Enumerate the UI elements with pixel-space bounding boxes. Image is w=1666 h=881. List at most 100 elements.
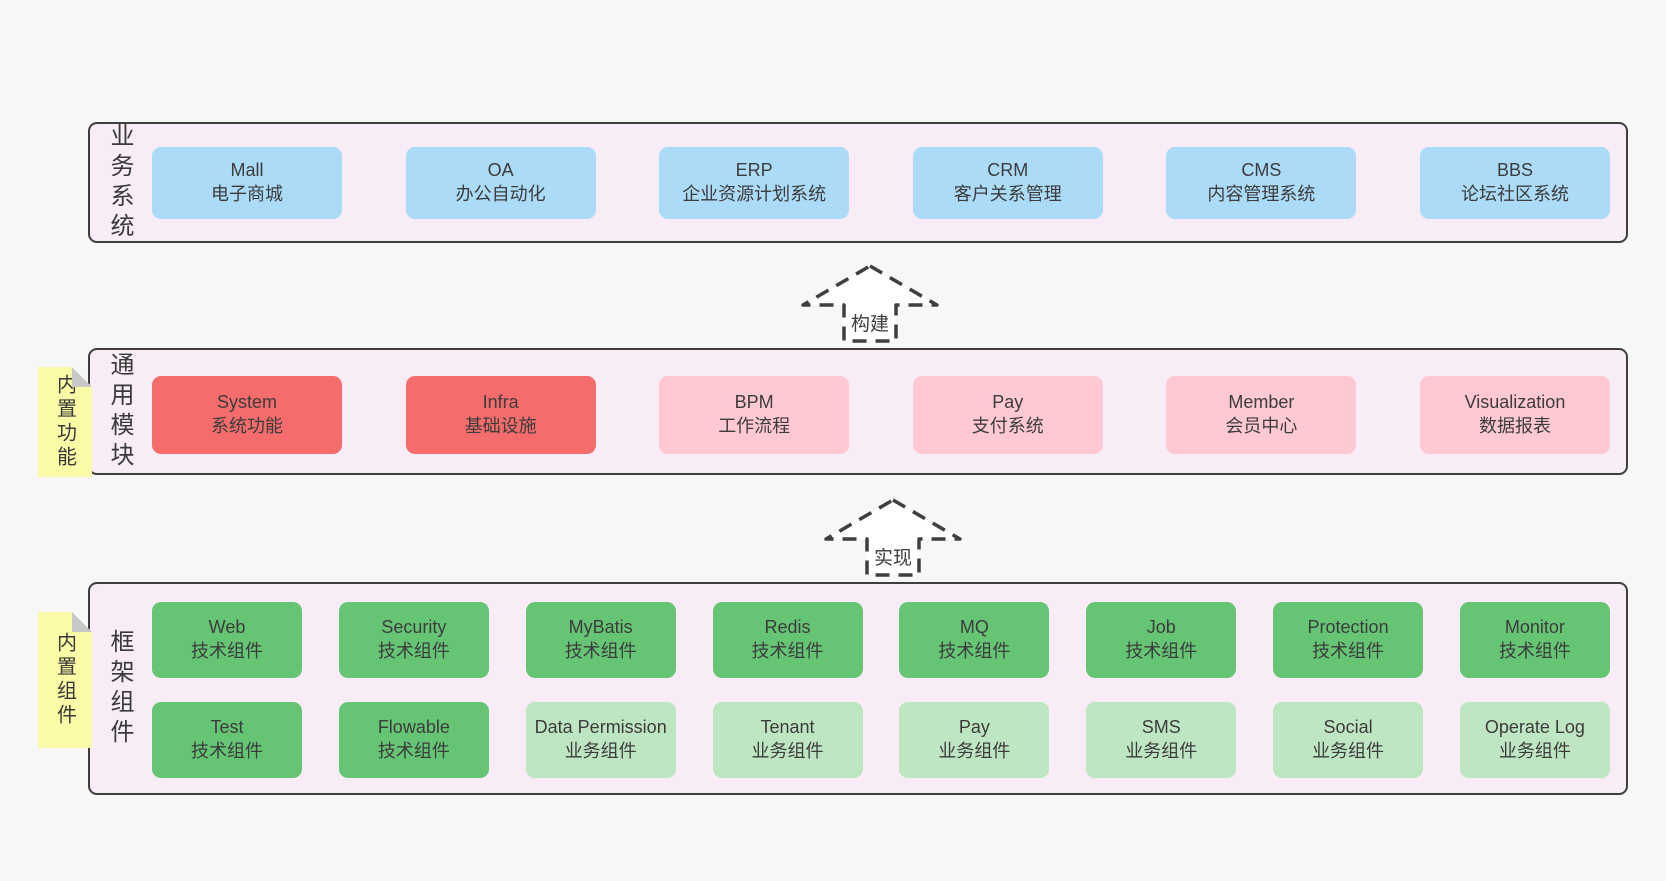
- framework-components-band: 内置组件 框架组件 Web 技术组件 Security 技术组件 MyBatis…: [88, 582, 1628, 795]
- box-test: Test 技术组件: [152, 702, 302, 778]
- box-crm: CRM 客户关系管理: [912, 147, 1103, 219]
- framework-components-band-label: 框架组件: [106, 628, 133, 749]
- box-mall: Mall 电子商城: [152, 147, 342, 219]
- box-subtitle: 工作流程: [718, 416, 791, 436]
- box-title: Monitor: [1504, 617, 1565, 638]
- box-title: ERP: [735, 160, 773, 181]
- box-mq: MQ 技术组件: [899, 602, 1050, 678]
- common-modules-band-label: 通用模块: [106, 351, 133, 472]
- box-subtitle: 业务组件: [938, 741, 1011, 761]
- box-security: Security 技术组件: [338, 602, 489, 678]
- box-oa: OA 办公自动化: [405, 147, 596, 219]
- box-title: Web: [208, 617, 246, 638]
- box-subtitle: 业务组件: [1125, 741, 1198, 761]
- box-subtitle: 技术组件: [191, 641, 263, 661]
- box-erp: ERP 企业资源计划系统: [659, 147, 850, 219]
- dashed-up-arrow-icon: [801, 264, 939, 343]
- box-title: Visualization: [1464, 392, 1566, 413]
- framework-components-row1: Web 技术组件 Security 技术组件 MyBatis 技术组件 Redi…: [152, 602, 1610, 678]
- box-subtitle: 企业资源计划系统: [682, 184, 827, 204]
- box-title: System: [216, 392, 277, 413]
- common-modules-band: 内置功能 通用模块 System 系统功能 Infra 基础设施 BPM 工作流…: [88, 348, 1628, 475]
- box-subtitle: 技术组件: [1498, 641, 1571, 661]
- folded-corner-icon: [72, 367, 92, 387]
- box-subtitle: 电子商城: [211, 184, 283, 204]
- business-systems-band: 业务系统 Mall 电子商城 OA 办公自动化 ERP 企业资源计划系统 CRM…: [88, 122, 1628, 243]
- box-mybatis: MyBatis 技术组件: [525, 602, 676, 678]
- box-web: Web 技术组件: [152, 602, 302, 678]
- box-subtitle: 论坛社区系统: [1460, 184, 1569, 204]
- built-in-components-tag: 内置组件: [38, 612, 92, 748]
- common-modules-boxes: System 系统功能 Infra 基础设施 BPM 工作流程 Pay 支付系统…: [152, 376, 1610, 454]
- folded-corner-icon: [72, 612, 92, 632]
- box-title: MyBatis: [568, 617, 633, 638]
- box-operate-log: Operate Log 业务组件: [1459, 702, 1610, 778]
- box-visualization: Visualization 数据报表: [1419, 376, 1610, 454]
- box-title: BBS: [1496, 160, 1533, 181]
- box-title: CMS: [1241, 160, 1282, 181]
- box-subtitle: 业务组件: [1498, 741, 1571, 761]
- box-title: Data Permission: [534, 717, 667, 738]
- box-subtitle: 业务组件: [751, 741, 824, 761]
- business-systems-boxes: Mall 电子商城 OA 办公自动化 ERP 企业资源计划系统 CRM 客户关系…: [152, 147, 1610, 219]
- implement-arrow: 实现: [823, 497, 963, 579]
- box-subtitle: 内容管理系统: [1207, 184, 1316, 204]
- box-cms: CMS 内容管理系统: [1166, 147, 1357, 219]
- box-pay: Pay 支付系统: [912, 376, 1103, 454]
- box-subtitle: 业务组件: [1312, 741, 1385, 761]
- box-social: Social 业务组件: [1273, 702, 1424, 778]
- box-title: Tenant: [760, 717, 815, 738]
- box-monitor: Monitor 技术组件: [1459, 602, 1610, 678]
- box-redis: Redis 技术组件: [712, 602, 863, 678]
- box-tenant: Tenant 业务组件: [712, 702, 863, 778]
- box-subtitle: 系统功能: [211, 416, 283, 436]
- box-title: Test: [210, 717, 244, 738]
- built-in-features-tag-label: 内置功能: [53, 374, 76, 470]
- box-title: Infra: [482, 392, 519, 413]
- box-sms: SMS 业务组件: [1086, 702, 1237, 778]
- box-title: BPM: [734, 392, 774, 413]
- box-subtitle: 技术组件: [1312, 641, 1385, 661]
- box-pay-business: Pay 业务组件: [899, 702, 1050, 778]
- box-subtitle: 业务组件: [564, 741, 637, 761]
- box-title: Job: [1146, 617, 1176, 638]
- box-title: Member: [1228, 392, 1295, 413]
- box-member: Member 会员中心: [1166, 376, 1357, 454]
- box-flowable: Flowable 技术组件: [338, 702, 489, 778]
- box-title: Protection: [1307, 617, 1389, 638]
- box-title: Pay: [958, 717, 990, 738]
- box-data-permission: Data Permission 业务组件: [525, 702, 676, 778]
- box-subtitle: 客户关系管理: [953, 184, 1062, 204]
- box-infra: Infra 基础设施: [405, 376, 596, 454]
- box-title: Pay: [992, 392, 1024, 413]
- box-title: Operate Log: [1484, 717, 1585, 738]
- business-systems-band-label: 业务系统: [106, 122, 133, 243]
- box-protection: Protection 技术组件: [1273, 602, 1424, 678]
- box-subtitle: 数据报表: [1478, 416, 1551, 436]
- box-bbs: BBS 论坛社区系统: [1419, 147, 1610, 219]
- implement-arrow-label: 实现: [870, 543, 916, 570]
- box-subtitle: 支付系统: [971, 416, 1044, 436]
- box-system: System 系统功能: [152, 376, 342, 454]
- box-title: Mall: [230, 160, 264, 181]
- box-subtitle: 技术组件: [751, 641, 824, 661]
- box-title: Redis: [764, 617, 811, 638]
- box-bpm: BPM 工作流程: [659, 376, 850, 454]
- box-title: Security: [381, 617, 447, 638]
- box-subtitle: 技术组件: [564, 641, 637, 661]
- box-subtitle: 会员中心: [1225, 416, 1298, 436]
- built-in-features-tag: 内置功能: [38, 367, 92, 477]
- box-subtitle: 技术组件: [1125, 641, 1198, 661]
- build-arrow: 构建: [800, 263, 940, 345]
- dashed-up-arrow-icon: [824, 498, 962, 577]
- box-job: Job 技术组件: [1086, 602, 1237, 678]
- box-subtitle: 技术组件: [377, 641, 450, 661]
- box-subtitle: 技术组件: [938, 641, 1011, 661]
- box-title: CRM: [987, 160, 1029, 181]
- box-title: Flowable: [377, 717, 450, 738]
- box-title: MQ: [959, 617, 989, 638]
- box-title: Social: [1323, 717, 1373, 738]
- box-title: OA: [487, 160, 514, 181]
- box-title: SMS: [1141, 717, 1181, 738]
- built-in-components-tag-label: 内置组件: [53, 632, 76, 728]
